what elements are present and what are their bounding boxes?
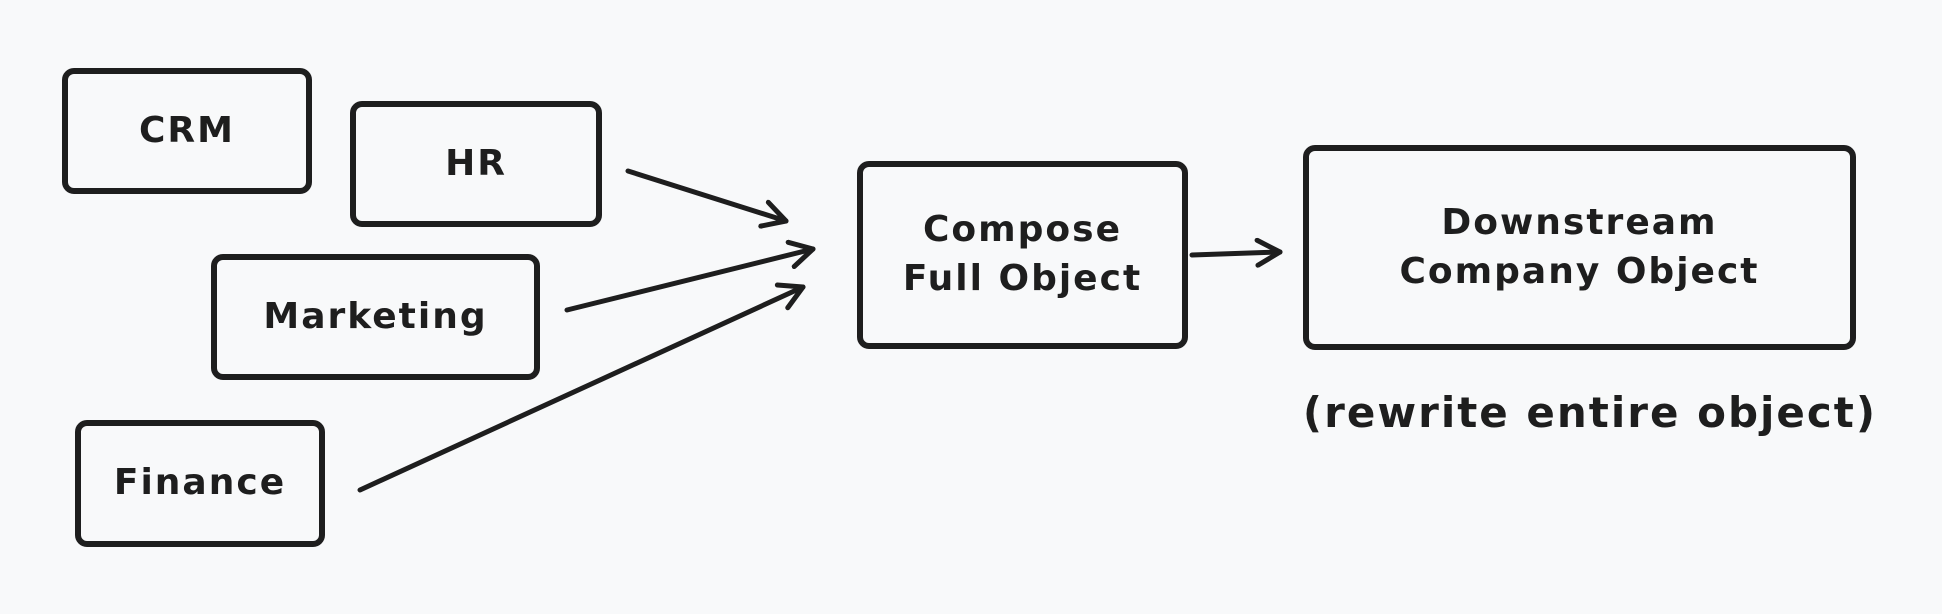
rewrite-note: (rewrite entire object): [1302, 388, 1878, 437]
marketing-label: Marketing: [263, 295, 488, 337]
compose-full-object-label: Compose Full Object: [902, 209, 1143, 299]
arrow-hr-to-compose: [625, 168, 789, 229]
hr-label: HR: [445, 142, 507, 184]
crm-box: CRM: [62, 68, 312, 194]
hr-box: HR: [350, 101, 602, 227]
marketing-box: Marketing: [211, 254, 540, 380]
finance-label: Finance: [113, 462, 287, 504]
finance-box: Finance: [75, 420, 325, 547]
arrow-marketing-to-compose: [564, 239, 816, 313]
crm-label: CRM: [139, 109, 235, 151]
downstream-company-object-box: Downstream Company Object: [1303, 145, 1856, 350]
arrow-compose-to-downstream: [1189, 237, 1283, 268]
arrow-finance-to-compose: [357, 282, 806, 493]
compose-full-object-box: Compose Full Object: [857, 161, 1188, 349]
downstream-company-object-label: Downstream Company Object: [1399, 201, 1760, 292]
